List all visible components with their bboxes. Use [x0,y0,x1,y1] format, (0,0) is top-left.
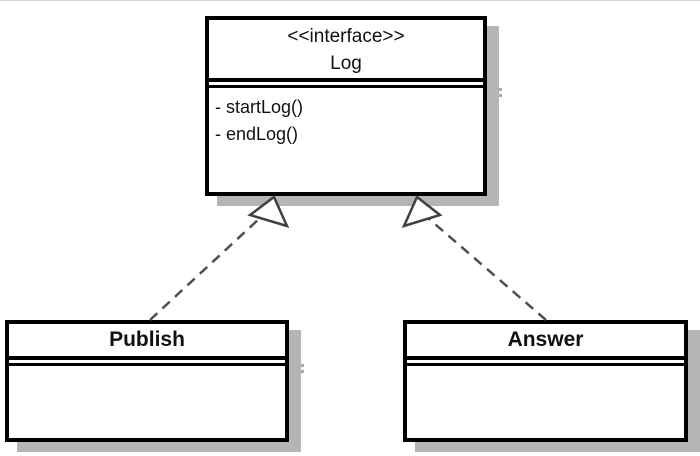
interface-methods-compartment: - startLog() - endLog() [209,88,483,148]
interface-name: Log [330,53,362,74]
method-startlog: - startLog() [215,97,304,117]
class-answer: Answer [403,320,688,442]
interface-header: <<interface>> Log [209,20,483,82]
separator-shadow-tick [488,94,502,97]
class-answer-name: Answer [407,324,684,360]
realization-arrowhead-icon [247,195,290,228]
separator-shadow-tick [290,370,304,373]
compartment-separator [9,363,285,366]
realization-arrowhead-icon [401,195,443,228]
realization-dashed-line-answer-to-log [427,217,547,321]
compartment-separator [407,363,684,366]
image-top-edge-artifact [0,0,700,1]
separator-shadow-tick [290,364,304,367]
separator-shadow-tick [689,364,700,367]
interface-class-log: <<interface>> Log - startLog() - endLog(… [205,16,487,196]
class-publish: Publish [5,320,289,442]
class-answer-empty-compartment [407,366,684,456]
method-endlog: - endLog() [215,124,299,144]
class-publish-name: Publish [9,324,285,360]
class-publish-empty-compartment [9,366,285,456]
realization-dashed-line-publish-to-log [149,217,261,321]
separator-shadow-tick [689,370,700,373]
separator-shadow-tick [488,88,502,91]
compartment-separator [209,85,483,88]
interface-stereotype: <<interface>> [287,26,405,47]
